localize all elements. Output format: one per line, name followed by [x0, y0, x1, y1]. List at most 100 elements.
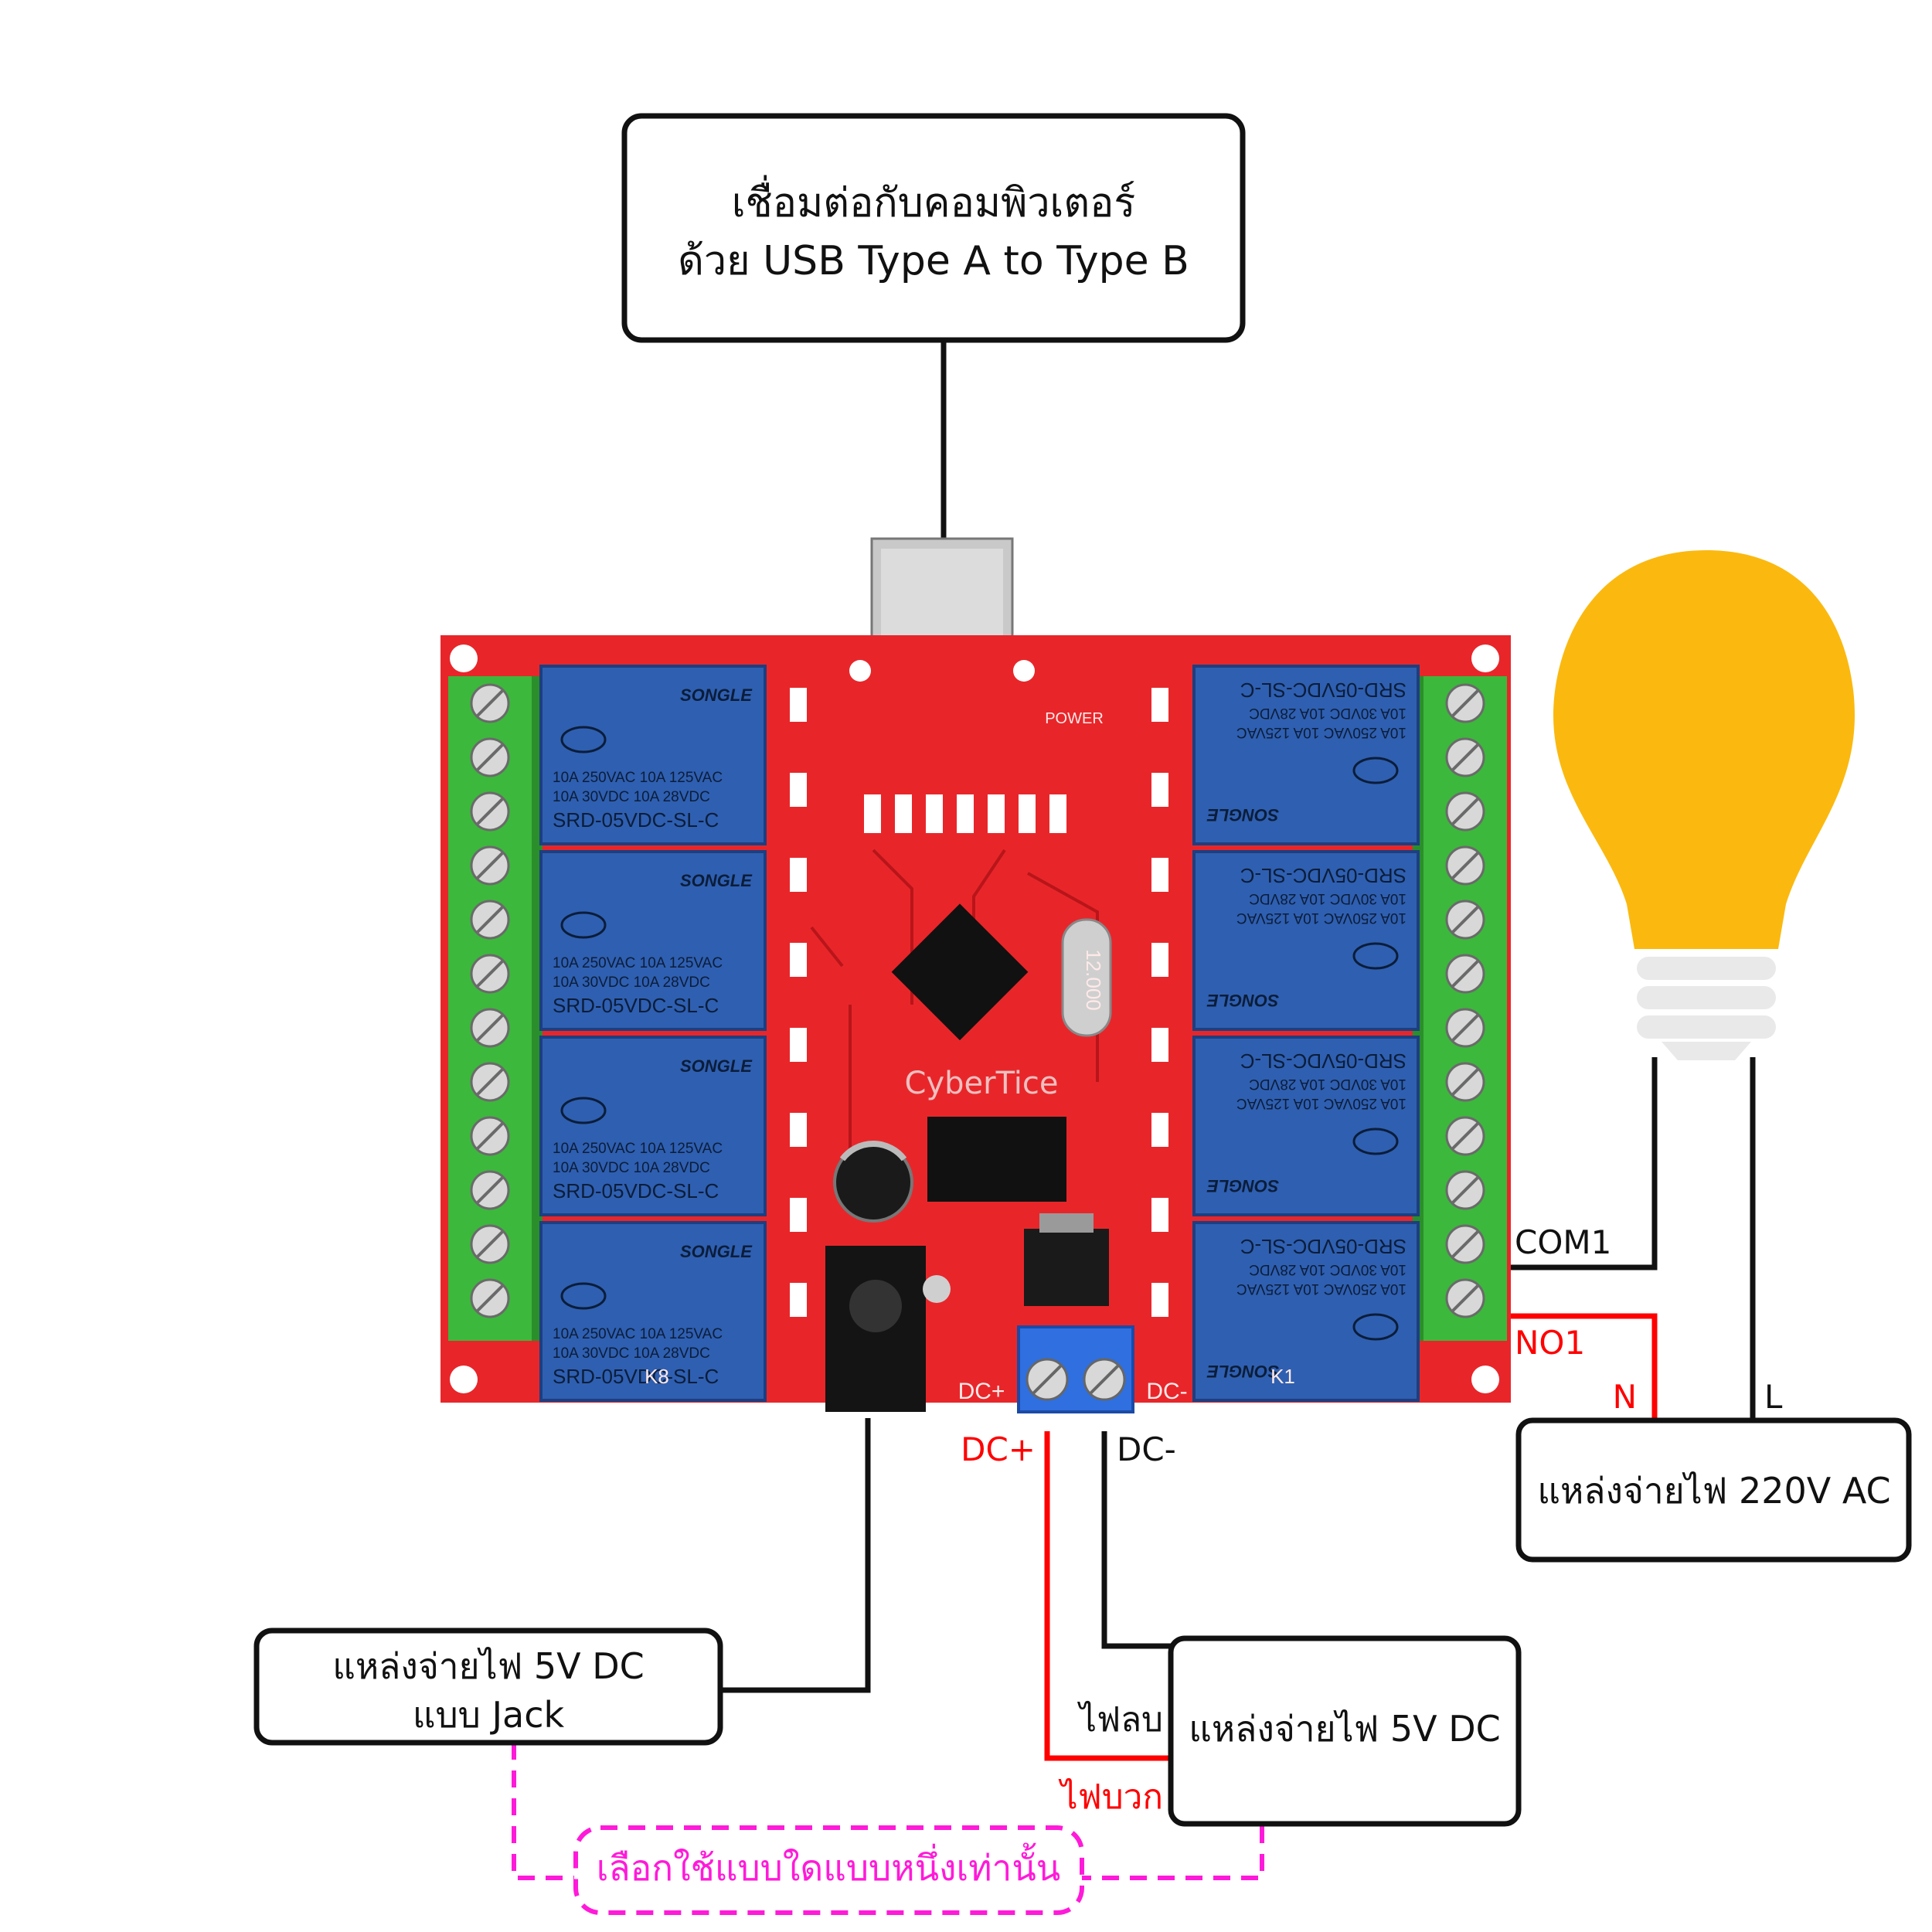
screw-slot [1451, 852, 1479, 879]
right-screws [1445, 683, 1485, 1318]
usb-info-box: เชื่อมต่อกับคอมพิวเตอร์ ด้วย USB Type A … [621, 113, 1246, 343]
cqc-logo [1352, 1128, 1399, 1155]
cqc-logo [560, 911, 607, 939]
relay-body [539, 1221, 767, 1402]
screw-slot [476, 906, 504, 934]
svg-text:12.000: 12.000 [1082, 949, 1105, 1011]
bulb-base [1637, 957, 1776, 1060]
smd-resistor [790, 688, 807, 722]
svg-text:แหล่งจ่ายไฟ 220V AC: แหล่งจ่ายไฟ 220V AC [1537, 1470, 1890, 1512]
screw-slot [476, 852, 504, 879]
dc-plus-label: DC+ [961, 1430, 1036, 1468]
relay-body [539, 1036, 767, 1216]
voltage-regulator [1024, 1213, 1109, 1306]
smd-part [895, 794, 912, 833]
svg-text:POWER: POWER [1045, 710, 1104, 727]
screw-slot [1451, 743, 1479, 771]
jack-supply-box: แหล่งจ่ายไฟ 5V DC แบบ Jack [253, 1628, 723, 1746]
screw-slot [1451, 906, 1479, 934]
smd-part [957, 794, 974, 833]
ac-supply-box: แหล่งจ่ายไฟ 220V AC [1515, 1417, 1912, 1563]
cqc-logo [560, 726, 607, 753]
cqc-logo [1352, 757, 1399, 784]
smd-part [926, 794, 943, 833]
screw-slot [1451, 1284, 1479, 1312]
relay-rating-1: 10A 250VAC 10A 125VAC [553, 955, 723, 971]
smd-resistor [790, 1113, 807, 1147]
smd-components [790, 688, 1168, 1317]
relay-rating-1: 10A 250VAC 10A 125VAC [553, 1326, 723, 1342]
svg-text:DC-: DC- [1146, 1379, 1187, 1404]
relay-body [1192, 1221, 1420, 1402]
relay: SONGLE 10A 250VAC 10A 125VAC 10A 30VDC 10A… [539, 850, 767, 1031]
screw-slot [1451, 1068, 1479, 1096]
n-label: N [1613, 1378, 1637, 1416]
relay-brand: SONGLE [1206, 991, 1279, 1010]
light-bulb [1553, 550, 1855, 1060]
com1-wire [1511, 1057, 1658, 1270]
cqc-logo [1352, 942, 1399, 970]
screw-slot [476, 798, 504, 825]
smd-resistor [1151, 773, 1168, 807]
relay-model: SRD-05VDC-SL-C [1240, 679, 1406, 702]
relay-rating-1: 10A 250VAC 10A 125VAC [1236, 1095, 1406, 1111]
electrolytic-cap [833, 1141, 913, 1223]
screw-slot [476, 1068, 504, 1096]
dc-plus-wire [1044, 1431, 1171, 1761]
no1-wire [1511, 1313, 1658, 1420]
relay-rating-1: 10A 250VAC 10A 125VAC [1236, 910, 1406, 926]
mcu-chip [891, 903, 1029, 1041]
relay-brand: SONGLE [680, 871, 753, 890]
relay: SONGLE 10A 250VAC 10A 125VAC 10A 30VDC 10A… [1192, 1221, 1420, 1402]
l-label: L [1764, 1378, 1783, 1416]
svg-text:K8: K8 [645, 1365, 669, 1388]
screw-slot [476, 960, 504, 988]
screw-slot [1451, 1176, 1479, 1204]
relay-rating-2: 10A 30VDC 10A 28VDC [553, 1345, 710, 1362]
relay-model: SRD-05VDC-SL-C [553, 808, 719, 832]
smd-part [1019, 794, 1036, 833]
choose-text: เลือกใช้แบบใดแบบหนึ่งเท่านั้น [597, 1842, 1061, 1889]
svg-text:K1: K1 [1270, 1365, 1295, 1388]
jack-wire [720, 1418, 871, 1693]
relay-rating-1: 10A 250VAC 10A 125VAC [553, 1141, 723, 1157]
screw-slot [476, 1122, 504, 1150]
smd-resistor [1151, 688, 1168, 722]
choose-box [573, 1825, 1084, 1915]
svg-text:เชื่อมต่อกับคอมพิวเตอร์: เชื่อมต่อกับคอมพิวเตอร์ [732, 175, 1136, 226]
relay-body [1192, 850, 1420, 1031]
relay-brand: SONGLE [1206, 1176, 1279, 1196]
svg-text:แบบ Jack: แบบ Jack [413, 1694, 565, 1736]
dc-jack [825, 1246, 951, 1412]
svg-text:DC+: DC+ [958, 1379, 1005, 1404]
relay-body [539, 665, 767, 845]
relay-rating-2: 10A 30VDC 10A 28VDC [1249, 705, 1406, 721]
cqc-logo [560, 1097, 607, 1124]
relay-rating-1: 10A 250VAC 10A 125VAC [1236, 1281, 1406, 1297]
dc-supply-box: แหล่งจ่ายไฟ 5V DC [1168, 1635, 1522, 1827]
relay-rating-2: 10A 30VDC 10A 28VDC [1249, 1076, 1406, 1092]
smd-part [1049, 794, 1066, 833]
driver-ic [927, 1117, 1066, 1202]
smd-resistor [1151, 1028, 1168, 1062]
dc-screw-terminal [1017, 1325, 1134, 1413]
relay-brand: SONGLE [680, 685, 753, 705]
screw-slot [476, 1014, 504, 1042]
relay-model: SRD-05VDC-SL-C [1240, 1049, 1406, 1073]
mounting-holes [450, 645, 1499, 1393]
smd-resistor [790, 1283, 807, 1317]
no1-label: NO1 [1515, 1324, 1585, 1362]
relay-rating-2: 10A 30VDC 10A 28VDC [553, 975, 710, 991]
bracket-right [1082, 1826, 1264, 1880]
com1-label: COM1 [1515, 1223, 1611, 1261]
screw-slot [1451, 798, 1479, 825]
black-wires [720, 341, 1756, 1693]
svg-text:แหล่งจ่ายไฟ 5V DC: แหล่งจ่ายไฟ 5V DC [1189, 1708, 1501, 1750]
relay-brand: SONGLE [1206, 1362, 1279, 1381]
screw-slot [476, 743, 504, 771]
dc-minus-wire [1101, 1431, 1171, 1649]
relay-rating-2: 10A 30VDC 10A 28VDC [1249, 1261, 1406, 1277]
